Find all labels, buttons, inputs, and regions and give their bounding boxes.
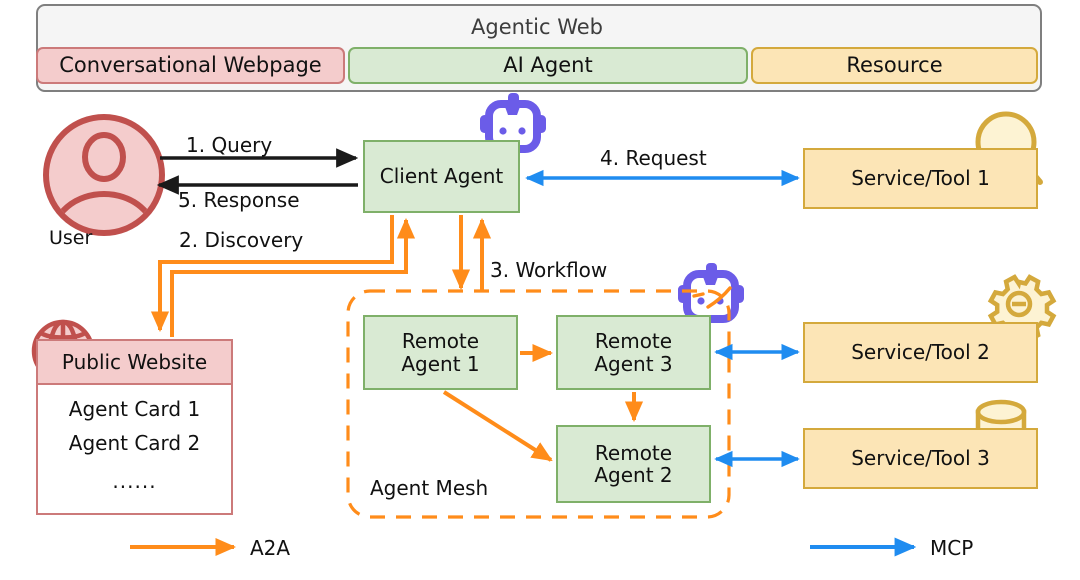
header-segment-conversational-webpage[interactable]: Conversational Webpage [36,47,345,84]
robot-icon-client [480,93,546,153]
remote-agent-3-line1: Remote [594,329,673,354]
agent-card-ellipsis: ...... [112,469,157,493]
remote-agent-3-line2: Agent 3 [594,351,673,376]
node-remote-agent-2[interactable]: Remote Agent 2 [556,425,711,503]
node-public-website[interactable]: Public Website Agent Card 1 Agent Card 2… [36,339,233,515]
node-service-tool-3[interactable]: Service/Tool 3 [803,428,1038,489]
legend-label-mcp: MCP [930,536,974,560]
arrow-agent1-to-agent2 [442,390,553,462]
flow-label-response: 5. Response [178,188,300,212]
remote-agent-2-line1: Remote [594,440,673,465]
user-label: User [49,227,93,249]
flow-label-query: 1. Query [186,133,273,157]
user-avatar-icon [43,114,165,236]
node-service-tool-1[interactable]: Service/Tool 1 [803,148,1038,209]
node-remote-agent-1[interactable]: Remote Agent 1 [363,315,518,390]
arrow-discovery-up [170,217,416,337]
page-title: Agentic Web [471,15,603,40]
public-website-title: Public Website [38,341,231,385]
node-service-tool-2[interactable]: Service/Tool 2 [803,322,1038,383]
node-remote-agent-3[interactable]: Remote Agent 3 [556,315,711,390]
remote-agent-2-line2: Agent 2 [594,463,673,487]
agent-mesh-boundary [346,289,731,519]
node-client-agent[interactable]: Client Agent [363,140,520,213]
flow-label-workflow: 3. Workflow [490,258,608,282]
legend-label-a2a: A2A [250,536,291,560]
agent-mesh-label: Agent Mesh [370,476,489,500]
agent-card-1[interactable]: Agent Card 1 [68,397,201,421]
flow-label-discovery: 2. Discovery [179,228,304,252]
remote-agent-1-line1: Remote [401,329,480,354]
agent-card-2[interactable]: Agent Card 2 [68,431,201,455]
robot-icon-mesh [678,263,744,323]
header-segment-ai-agent[interactable]: AI Agent [348,47,748,84]
arrow-discovery-down [150,215,394,333]
header-segment-resource[interactable]: Resource [751,47,1038,84]
flow-label-request: 4. Request [600,146,707,170]
remote-agent-1-line2: Agent 1 [401,351,480,376]
